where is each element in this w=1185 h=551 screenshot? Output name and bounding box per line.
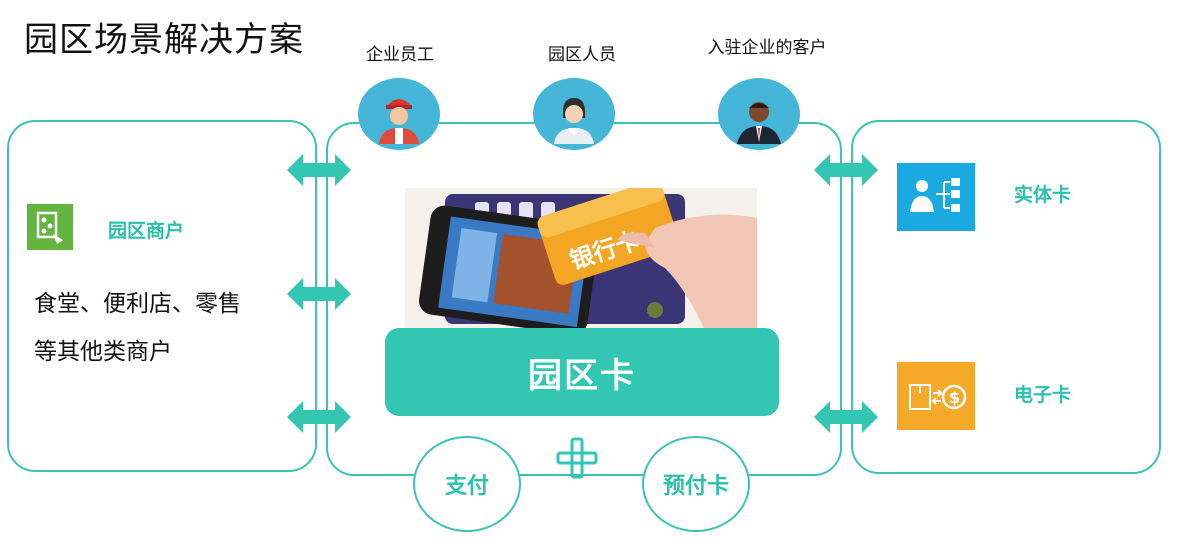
merchant-description-line-1: 食堂、便利店、零售: [34, 291, 241, 317]
payment-photo: 银行卡: [405, 188, 757, 330]
worker-avatar-icon: [358, 78, 440, 150]
staff-avatar-icon: [533, 78, 615, 150]
page-title: 园区场景解决方案: [24, 20, 304, 60]
payment-option-circle[interactable]: 支付: [413, 436, 521, 532]
left-panel: [7, 120, 317, 472]
merchant-heading: 园区商户: [108, 220, 185, 242]
right-top-arrow-icon: [814, 154, 878, 186]
electronic-card-label: 电子卡: [1014, 384, 1072, 406]
left-middle-arrow-icon: [287, 278, 351, 310]
merchant-description-line-2: 等其他类商户: [34, 339, 172, 365]
role-label-employee: 企业员工: [366, 45, 434, 65]
park-card-button[interactable]: 园区卡: [385, 328, 779, 416]
physical-card-label: 实体卡: [1014, 184, 1072, 206]
prepaid-card-option-circle[interactable]: 预付卡: [642, 436, 750, 532]
role-label-client: 入驻企业的客户: [707, 38, 827, 58]
plus-icon: [556, 437, 598, 479]
client-avatar-icon: [718, 78, 800, 150]
role-label-park-staff: 园区人员: [548, 45, 616, 65]
svg-text:$: $: [949, 388, 960, 407]
left-top-arrow-icon: [287, 154, 351, 186]
left-bottom-arrow-icon: [287, 401, 351, 433]
merchant-icon: [27, 204, 73, 250]
electronic-card-icon: $: [897, 362, 975, 430]
right-bottom-arrow-icon: [814, 401, 878, 433]
physical-card-icon: [897, 163, 975, 231]
